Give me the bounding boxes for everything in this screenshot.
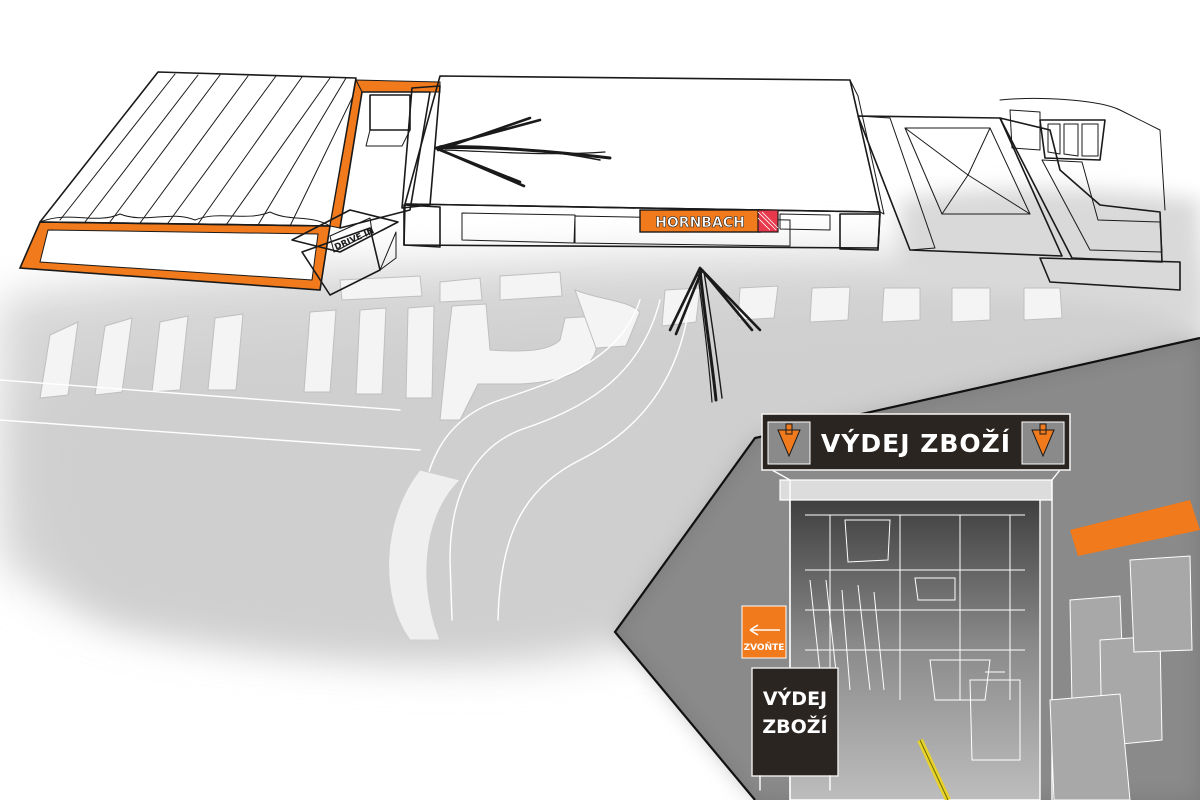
side-sign-line1: VÝDEJ (763, 686, 827, 710)
side-sign-line2: ZBOŽÍ (762, 715, 827, 738)
down-arrow-icon (1021, 421, 1065, 465)
left-arrow-icon (749, 624, 780, 636)
pickup-inset: VÝDEJ ZBOŽÍ ZVOŇTE VÝDEJ ZBOŽÍ (613, 336, 1200, 800)
road-lanes (0, 299, 691, 641)
pickup-sign-label: VÝDEJ ZBOŽÍ (821, 428, 1011, 458)
arrow-to-entrance-icon (668, 266, 762, 403)
garden-center-building (18, 71, 441, 291)
bell-label: ZVOŇTE (744, 641, 785, 653)
store-sign-label: HORNBACH (655, 215, 745, 231)
parking-markings (39, 271, 1063, 421)
down-arrow-icon (767, 421, 811, 465)
arrow-into-building-icon (434, 116, 612, 188)
main-store-building: HORNBACH (403, 75, 885, 251)
right-wing-building (857, 97, 1181, 291)
